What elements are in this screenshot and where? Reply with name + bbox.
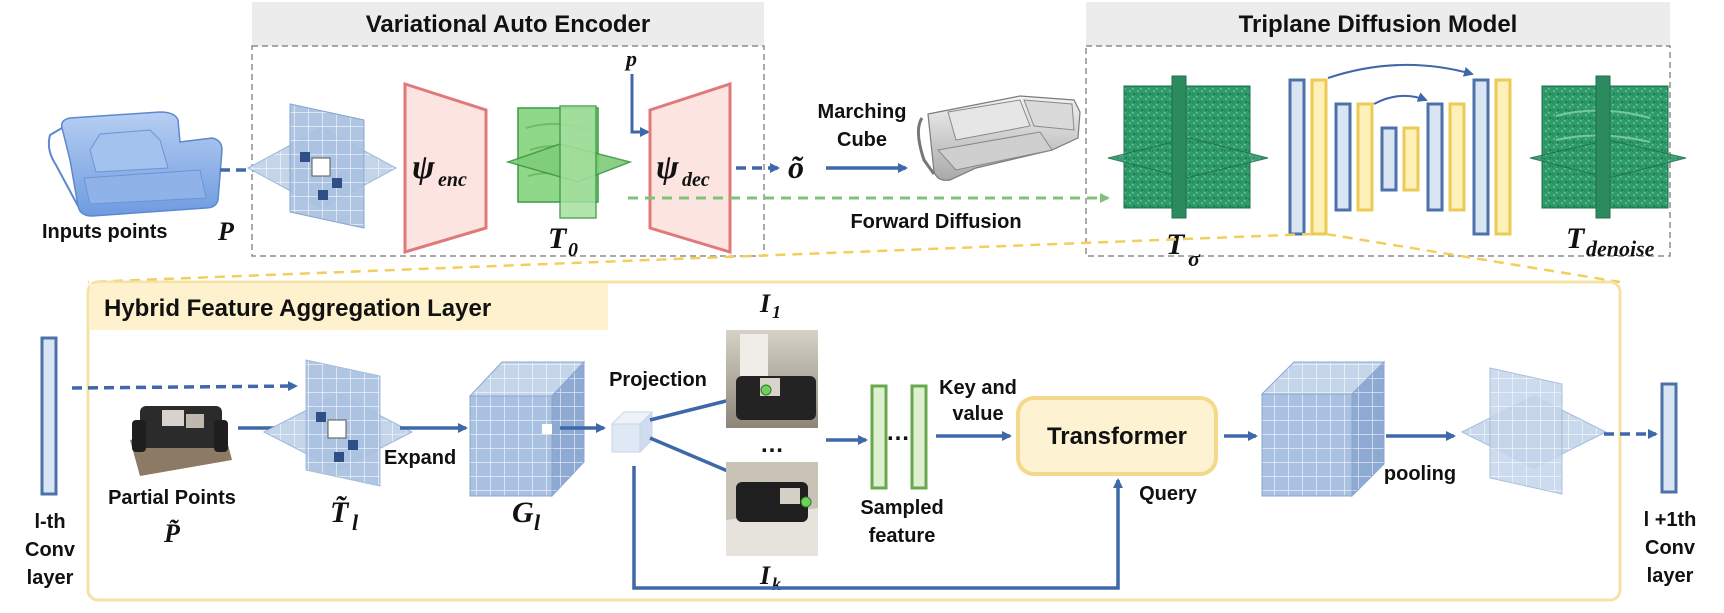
vae-input-triplane: [246, 103, 398, 229]
t-sigma-symbol: T: [1166, 228, 1186, 261]
output-cube: [1260, 360, 1386, 498]
zoom-line-left: [87, 232, 1313, 284]
query-path-arrow: [632, 466, 1123, 590]
input-sofa-pointcloud: [47, 111, 223, 217]
query-voxel: [610, 410, 654, 454]
sampled-line1: Sampled: [860, 497, 943, 519]
hybrid-layer-title: Hybrid Feature Aggregation Layer: [104, 295, 491, 322]
inputs-symbol: P: [217, 217, 235, 246]
sampled-line2: feature: [869, 525, 936, 547]
i1-subscript: 1: [772, 302, 781, 322]
t-denoise-triplane: T denoise: [1529, 75, 1687, 261]
dec-symbol: ψ: [656, 149, 679, 186]
t-denoise-symbol: T: [1566, 222, 1586, 255]
next-conv-bar: [1660, 382, 1678, 494]
enc-subscript: enc: [438, 169, 467, 191]
image-ik: [726, 462, 818, 556]
arrow-conv-to-triplane: [71, 381, 298, 392]
transformer-block: [1016, 396, 1218, 476]
partial-label: Partial Points: [108, 487, 236, 509]
gl-symbol: G: [512, 496, 534, 529]
ik-symbol: I: [759, 561, 771, 590]
images-dots: …: [760, 431, 784, 458]
diffusion-panel: Triplane Diffusion Model: [1085, 2, 1671, 257]
vae-dashed-border: [251, 45, 765, 257]
lth-line1: l-th: [34, 511, 65, 533]
hybrid-layer-box: [86, 280, 1622, 602]
vae-header: [252, 2, 764, 46]
output-mesh-sofa: [917, 95, 1081, 181]
arrow-p-to-decoder: [630, 74, 650, 137]
hybrid-layer-title-bg: [90, 284, 608, 330]
marching-line2: Cube: [837, 129, 887, 151]
inputs-label: Inputs points: [42, 221, 168, 243]
sampled-feature-bar-2: [910, 384, 928, 490]
tl-subscript: l: [352, 510, 359, 535]
t0-symbol: T: [548, 222, 568, 255]
ik-subscript: k: [772, 574, 781, 594]
partial-symbol: P̃: [163, 519, 181, 548]
t-denoise-subscript: denoise: [1586, 236, 1655, 261]
diffusion-header: [1086, 2, 1670, 46]
expand-label: Expand: [384, 447, 456, 469]
key-line1: Key and: [939, 377, 1017, 399]
t-sigma-subscript: σ: [1188, 246, 1201, 271]
tl-triplane: [262, 359, 414, 487]
encoder-block: ψ enc: [403, 81, 488, 255]
unet-block: [1288, 63, 1512, 236]
next-line1: l +1th: [1644, 509, 1697, 531]
vae-title: Variational Auto Encoder: [366, 11, 651, 38]
forward-diffusion-label: Forward Diffusion: [850, 211, 1021, 233]
image-i1: [726, 330, 818, 428]
o-symbol: õ: [788, 149, 804, 185]
lth-conv-bar: [40, 336, 58, 496]
vae-panel: Variational Auto Encoder: [251, 2, 765, 257]
query-label: Query: [1139, 483, 1198, 505]
output-triplane: [1460, 367, 1608, 495]
lth-line2: Conv: [25, 539, 76, 561]
p-label: p: [624, 46, 637, 71]
enc-symbol: ψ: [412, 149, 435, 186]
diffusion-title: Triplane Diffusion Model: [1239, 11, 1518, 38]
i1-symbol: I: [759, 289, 771, 318]
key-line2: value: [952, 403, 1003, 425]
diffusion-dashed-border: [1085, 45, 1671, 257]
tl-symbol: T̃: [330, 496, 350, 529]
next-line3: layer: [1647, 565, 1694, 587]
decoder-block: ψ dec: [648, 81, 732, 255]
next-line2: Conv: [1645, 537, 1696, 559]
marching-line1: Marching: [818, 101, 907, 123]
partial-points-image: [130, 406, 232, 476]
sampled-feature-bar-1: [870, 384, 888, 490]
t0-subscript: 0: [568, 239, 578, 261]
pooling-label: pooling: [1384, 463, 1456, 485]
sampled-feature-dots: …: [886, 419, 910, 446]
projection-label: Projection: [609, 369, 707, 391]
gl-subscript: l: [534, 510, 541, 535]
dec-subscript: dec: [682, 169, 710, 191]
t-sigma-triplane: T σ: [1107, 75, 1269, 271]
lth-line3: layer: [27, 567, 74, 589]
t0-triplane: T 0: [505, 105, 633, 261]
transformer-label: Transformer: [1047, 423, 1187, 450]
